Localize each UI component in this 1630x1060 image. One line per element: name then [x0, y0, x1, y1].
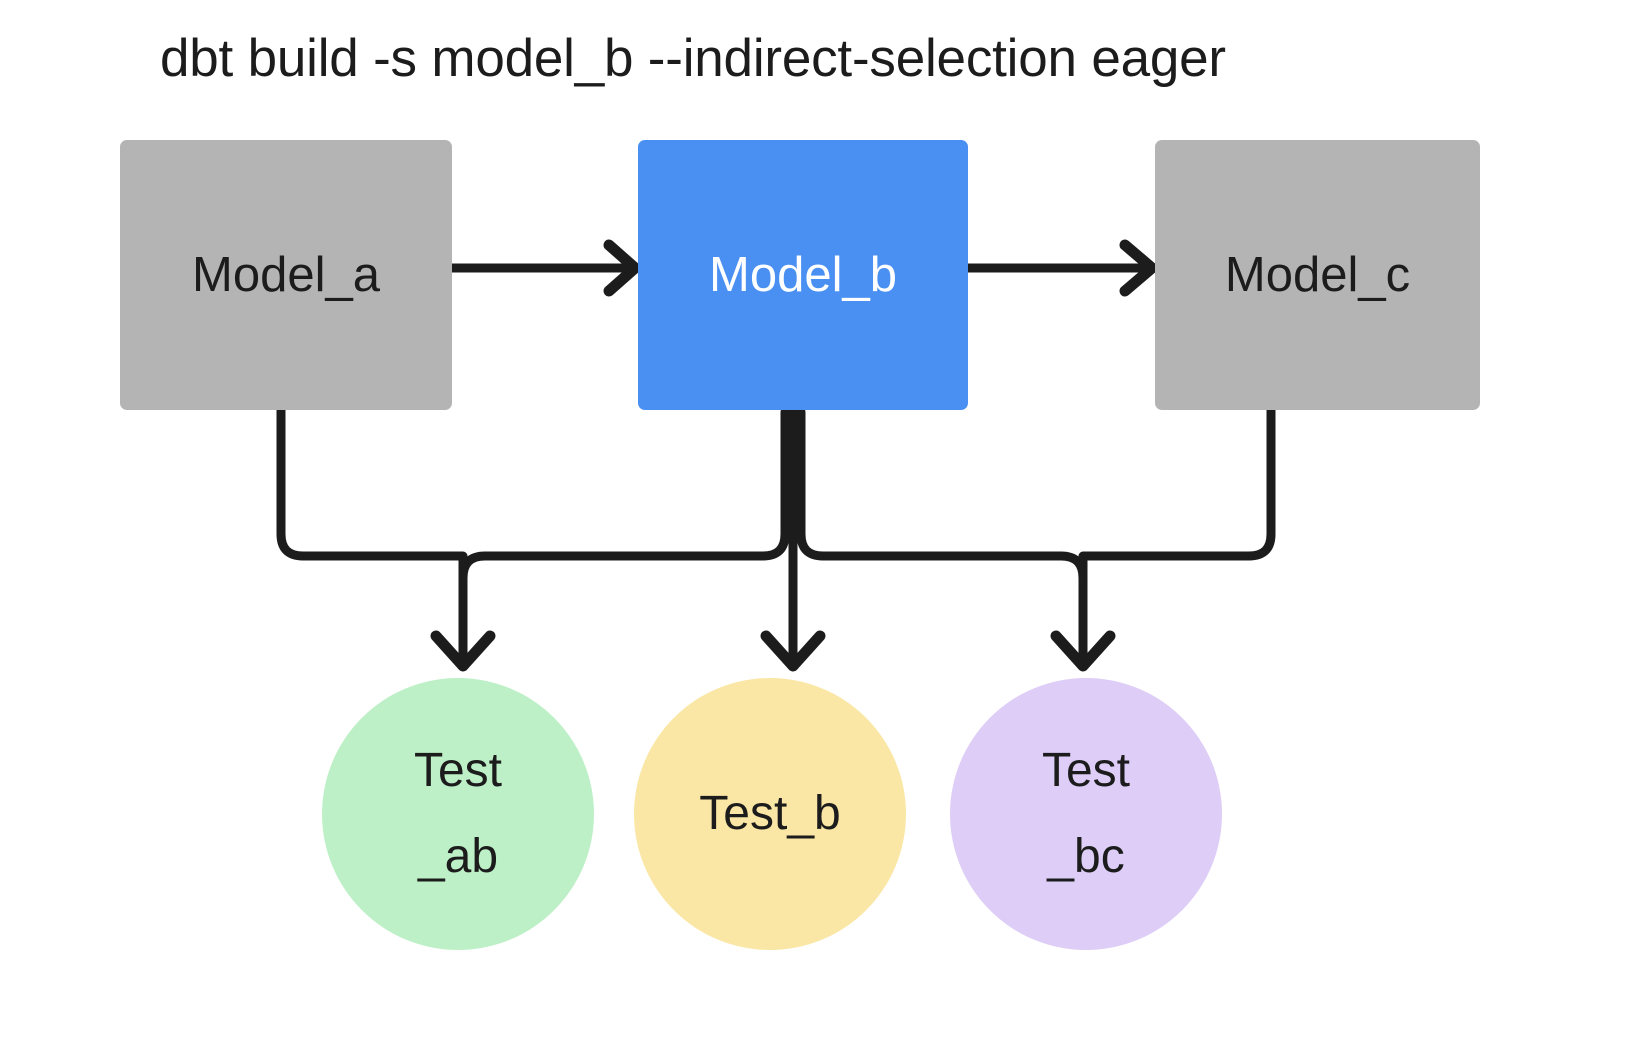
- edge-model-b-to-test-b: [760, 403, 826, 672]
- node-test-b[interactable]: Test_b: [634, 678, 906, 950]
- node-model-c[interactable]: Model_c: [1155, 140, 1480, 410]
- node-model-a-label: Model_a: [192, 248, 380, 302]
- edge-bus-connectors: [436, 551, 1110, 583]
- node-model-a[interactable]: Model_a: [120, 140, 452, 410]
- node-model-b[interactable]: Model_b: [638, 140, 968, 410]
- edge-model-b-to-model-c: [963, 239, 1158, 297]
- node-model-c-label: Model_c: [1224, 248, 1411, 302]
- node-test-bc-label: Test _bc: [1041, 744, 1131, 883]
- edge-model-c-to-bus: [1089, 403, 1276, 561]
- edge-model-b-to-test-bc: [796, 407, 1116, 672]
- node-test-bc[interactable]: Test _bc: [950, 678, 1222, 950]
- node-test-b-label: Test_b: [699, 787, 841, 840]
- edge-model-b-to-test-ab: [430, 407, 790, 672]
- page-title: dbt build -s model_b --indirect-selectio…: [160, 29, 1226, 88]
- edge-model-a-to-bus: [276, 403, 457, 561]
- edge-model-a-to-model-b: [447, 239, 641, 297]
- node-model-b-label: Model_b: [709, 248, 897, 302]
- node-test-ab[interactable]: Test _ab: [322, 678, 594, 950]
- node-test-ab-label: Test _ab: [413, 744, 503, 883]
